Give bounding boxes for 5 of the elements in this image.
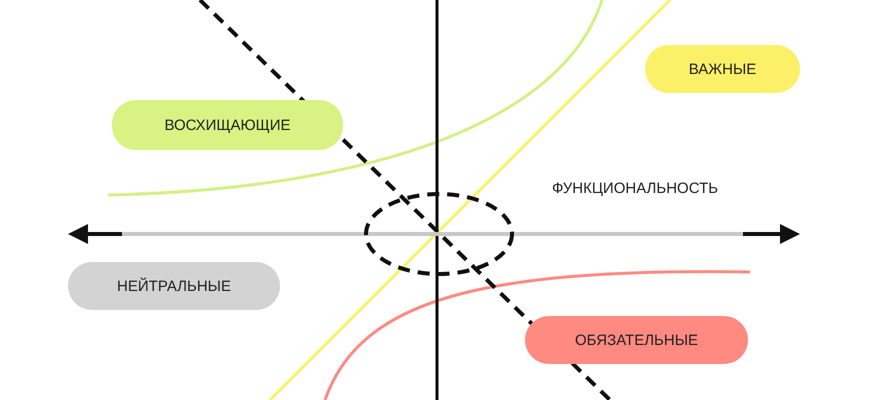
category-pill: ВОСХИЩАЮЩИЕ bbox=[112, 100, 343, 150]
axis-label: ФУНКЦИОНАЛЬНОСТЬ bbox=[552, 180, 718, 197]
category-pill: ВАЖНЫЕ bbox=[645, 45, 800, 93]
category-pill: НЕЙТРАЛЬНЫЕ bbox=[68, 262, 280, 310]
category-pill: ОБЯЗАТЕЛЬНЫЕ bbox=[525, 316, 748, 364]
